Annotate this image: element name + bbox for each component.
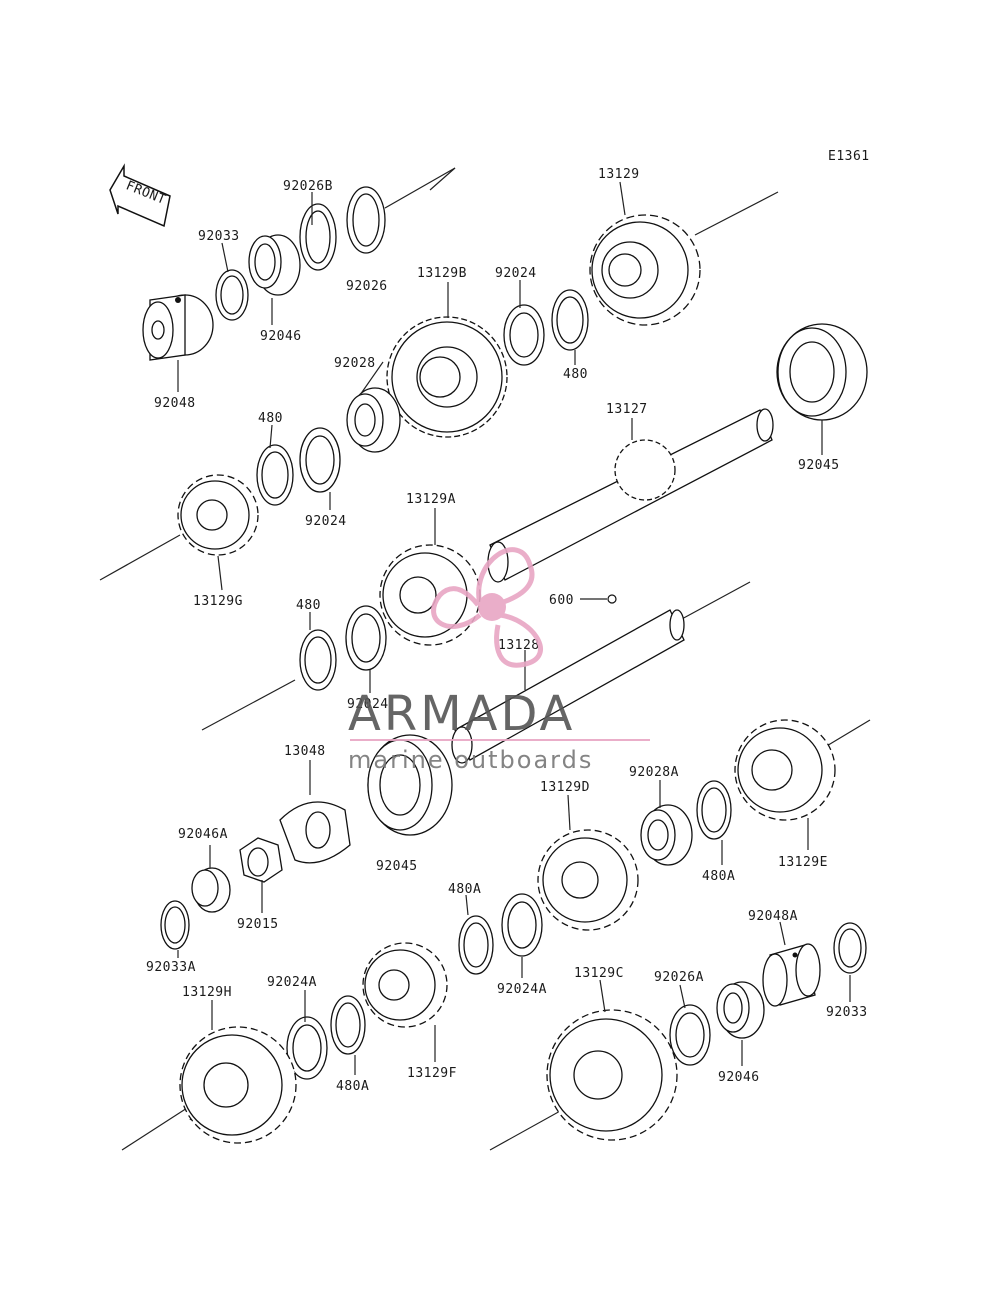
circlip-92033	[215, 269, 249, 321]
label-92046: 92046	[260, 329, 302, 344]
circlip-480A-right	[696, 780, 732, 840]
bearing-92045-lower	[367, 734, 453, 836]
label-13129A: 13129A	[406, 492, 456, 507]
label-92048A: 92048A	[748, 909, 798, 924]
label-92026: 92026	[346, 279, 388, 294]
shaft-13127	[487, 408, 774, 583]
label-13048: 13048	[284, 744, 326, 759]
ball-600	[607, 594, 617, 604]
washer-92026	[346, 186, 386, 254]
gear-13129	[589, 214, 701, 326]
circlip-480-top	[551, 289, 589, 351]
part-number-labels: 92026B 92033 92026 92046 92048 13129B 92…	[146, 167, 868, 1094]
label-480-lower: 480	[296, 598, 321, 613]
label-92026B: 92026B	[283, 179, 333, 194]
label-92024A-left: 92024A	[267, 975, 317, 990]
washer-92024-mid	[299, 427, 341, 493]
needle-bearing-92046-lower	[716, 981, 765, 1039]
washer-92024-lower	[345, 605, 387, 671]
label-92028A: 92028A	[629, 765, 679, 780]
front-direction-arrow: FRONT	[109, 163, 171, 228]
gear-13129C	[546, 1009, 678, 1141]
gear-13129A	[379, 544, 481, 646]
label-92046A: 92046A	[178, 827, 228, 842]
label-13129C: 13129C	[574, 966, 624, 981]
label-92033A: 92033A	[146, 960, 196, 975]
cap-92048A	[762, 943, 821, 1007]
watermark-brand: ARMADA	[348, 686, 575, 742]
label-600: 600	[549, 593, 574, 608]
propeller-hub	[478, 593, 506, 621]
label-13129: 13129	[598, 167, 640, 182]
label-13129G: 13129G	[193, 594, 243, 609]
nut-92015	[239, 837, 283, 883]
part-13048	[279, 801, 351, 864]
label-92028: 92028	[334, 356, 376, 371]
washer-92024A-left	[286, 1016, 328, 1080]
label-480A-right: 480A	[702, 869, 735, 884]
gear-13129F	[362, 942, 448, 1028]
circlip-92033-lower	[833, 922, 867, 974]
gear-13129B	[386, 316, 508, 438]
bushing-92028A	[640, 804, 693, 866]
leader-lines	[177, 181, 851, 1075]
washer-92026B	[299, 203, 337, 271]
gear-13129D	[537, 829, 639, 931]
label-13129E: 13129E	[778, 855, 828, 870]
cap-92048	[142, 294, 214, 361]
washer-92026A	[669, 1004, 711, 1066]
label-92024-top: 92024	[495, 266, 537, 281]
label-480A-left: 480A	[336, 1079, 369, 1094]
label-92024A-mid: 92024A	[497, 982, 547, 997]
label-92026A: 92026A	[654, 970, 704, 985]
label-13129H: 13129H	[182, 985, 232, 1000]
label-13129B: 13129B	[417, 266, 467, 281]
label-480A-mid: 480A	[448, 882, 481, 897]
bushing-92028	[346, 387, 401, 453]
label-92045-lower: 92045	[376, 859, 418, 874]
label-92045-top: 92045	[798, 458, 840, 473]
shaft-13128	[451, 609, 685, 764]
label-480-mid: 480	[258, 411, 283, 426]
circlip-92033A	[160, 900, 190, 950]
label-92024-mid: 92024	[305, 514, 347, 529]
circlip-480-mid	[256, 444, 294, 506]
washer-92024A-mid	[501, 893, 543, 957]
label-13129D: 13129D	[540, 780, 590, 795]
label-92015: 92015	[237, 917, 279, 932]
bearing-92045-top	[776, 323, 868, 421]
label-13128: 13128	[498, 638, 540, 653]
diagram-code: E1361	[828, 149, 870, 164]
circlip-480A-mid	[458, 915, 494, 975]
label-13129F: 13129F	[407, 1066, 457, 1081]
gear-13129E	[734, 719, 836, 821]
label-13127: 13127	[606, 402, 648, 417]
gear-13129H	[179, 1026, 297, 1144]
watermark-tagline: marine outboards	[348, 746, 593, 774]
circlip-480-lower	[299, 629, 337, 691]
washer-92024-top	[503, 304, 545, 366]
needle-bearing-92046	[248, 234, 301, 296]
gear-13129G	[177, 474, 259, 556]
label-92024-lower: 92024	[347, 697, 389, 712]
propeller-logo	[431, 547, 543, 668]
needle-bearing-92046A	[191, 867, 231, 913]
label-92033-lower: 92033	[826, 1005, 868, 1020]
label-92048: 92048	[154, 396, 196, 411]
label-480-top: 480	[563, 367, 588, 382]
label-92033: 92033	[198, 229, 240, 244]
label-92046-lower: 92046	[718, 1070, 760, 1085]
circlip-480A-left	[330, 995, 366, 1055]
armada-watermark: ARMADA marine outboards	[348, 547, 650, 774]
